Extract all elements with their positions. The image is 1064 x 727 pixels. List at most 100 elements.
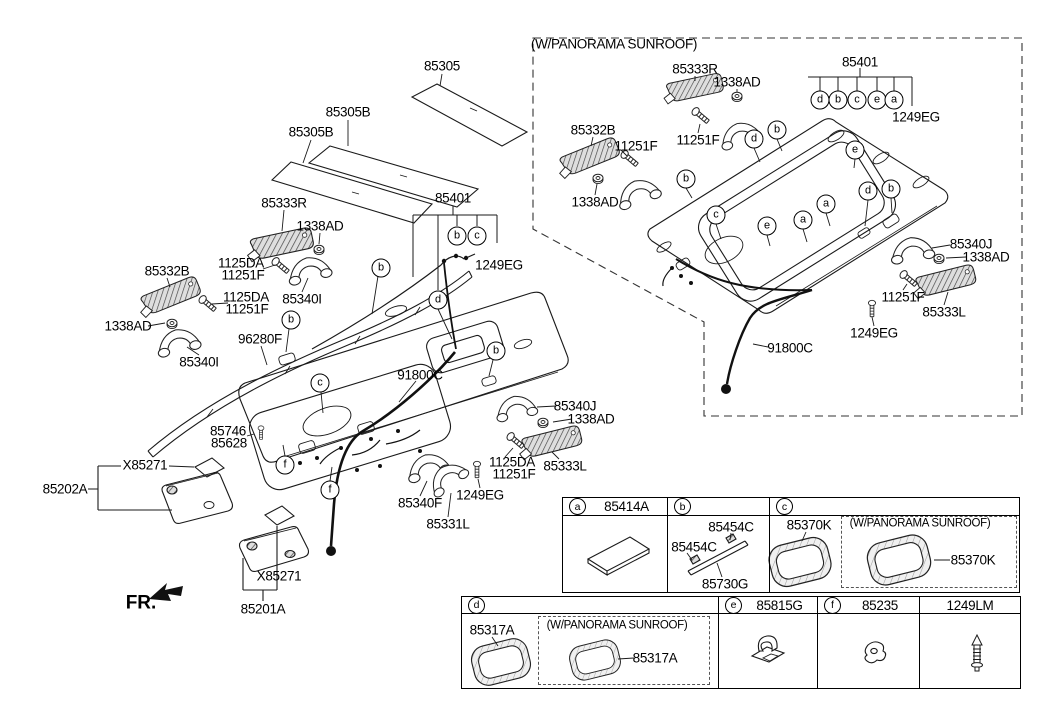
part-label: 85340I (282, 291, 322, 307)
clip-85815g-icon (750, 635, 786, 663)
part-label: 96280F (238, 331, 282, 347)
legend-table-top: a 85414A b c (562, 497, 1020, 593)
legend-cell-a: a 85414A (563, 498, 668, 592)
part-label: 85454C (671, 539, 717, 555)
clip-85235-icon (864, 641, 887, 664)
panorama-subbox-d (538, 616, 710, 685)
part-label: 85454C (708, 519, 754, 535)
screw-1249lm-icon (971, 633, 983, 672)
callout-circle-c: c (467, 226, 487, 246)
part-label: 85332B (144, 263, 190, 279)
part-label: 91800C (767, 340, 813, 356)
part-label: 85201A (240, 601, 286, 617)
part-label: 1125DA (489, 454, 535, 470)
part-number: 85815G (756, 597, 803, 613)
part-label: 1249EG (850, 325, 898, 341)
part-label: 1338AD (713, 74, 761, 90)
callout-circle-b: b (486, 341, 506, 361)
part-number: 85235 (861, 597, 899, 613)
callout-circle-b: b (281, 310, 301, 330)
fr-direction-arrow-icon (149, 583, 183, 601)
panorama-subbox-title: (W/PANORAMA SUNROOF) (546, 619, 688, 632)
part-label: 85305B (325, 104, 371, 120)
part-label: 85333R (261, 195, 307, 211)
panorama-subbox-c (841, 516, 1017, 588)
legend-cell-d: d (462, 596, 719, 688)
callout-circle-d: d (744, 129, 764, 149)
legend-cell-e: e 85815G (719, 596, 818, 688)
part-label: 11251F (881, 289, 925, 305)
part-label: 85370K (786, 517, 832, 533)
part-label: 11251F (225, 301, 269, 317)
part-label: 1125DA (218, 255, 264, 271)
part-label: 91800C (397, 367, 443, 383)
part-label: 85401 (841, 54, 879, 70)
part-label: 1249EG (475, 257, 523, 273)
part-label: X85271 (256, 568, 302, 584)
part-label: 85340I (179, 354, 219, 370)
callout-circle-b: b (767, 120, 787, 140)
part-label: 1338AD (962, 249, 1010, 265)
legend-cell-c: c (770, 498, 1019, 592)
callout-letter-f: f (824, 596, 841, 614)
callout-circle-c: c (310, 373, 330, 393)
panorama-subbox-title: (W/PANORAMA SUNROOF) (849, 517, 991, 530)
callout-circle-f: f (320, 480, 340, 500)
callout-letter-b: b (674, 498, 691, 515)
callout-circle-d: d (428, 290, 448, 310)
part-label: 85340F (398, 495, 442, 511)
callout-circle-a: a (884, 90, 904, 110)
part-label: 85333L (922, 304, 966, 320)
callout-circle-b: b (676, 169, 696, 189)
part-label: 85370K (950, 552, 996, 568)
part-label: 11251F (492, 466, 536, 482)
part-label: 85202A (42, 481, 88, 497)
part-label: 11251F (221, 267, 265, 283)
callout-circle-b: b (881, 179, 901, 199)
part-label: (W/PANORAMA SUNROOF) (530, 36, 698, 52)
part-label: 1338AD (104, 318, 152, 334)
part-label: 85331L (426, 516, 470, 532)
part-label: 85305B (288, 124, 334, 140)
part-label: 1249EG (892, 109, 940, 125)
part-label: 1338AD (567, 411, 615, 427)
callout-circle-e: e (845, 140, 865, 160)
callout-circle-f: f (275, 455, 295, 475)
part-label: 85340J (553, 398, 597, 414)
part-label: 85333R (672, 61, 718, 77)
callout-circle-d: d (810, 90, 830, 110)
part-label: 85332B (570, 122, 616, 138)
callout-letter-a: a (569, 498, 586, 515)
fr-direction-label: FR. (125, 592, 157, 614)
part-label: 1249EG (456, 487, 504, 503)
part-label: 85317A (632, 650, 678, 666)
callout-circle-a: a (793, 210, 813, 230)
legend-cell-f: f 85235 (818, 596, 920, 688)
part-label: 85317A (469, 622, 515, 638)
callout-letter-c: c (776, 498, 793, 515)
callout-circle-b: b (371, 258, 391, 278)
legend-table-bottom: d e 85815G f 85235 1249LM (461, 596, 1021, 689)
callout-circle-d: d (858, 181, 878, 201)
callout-circle-e: e (757, 216, 777, 236)
callout-letter-d: d (468, 596, 485, 614)
callout-letter-e: e (725, 596, 742, 614)
callout-circle-b: b (828, 90, 848, 110)
part-label: 85401 (434, 190, 472, 206)
part-label: 85746 (209, 423, 247, 439)
part-number: 85414A (604, 499, 649, 514)
legend-cell-b: b (668, 498, 770, 592)
callout-circle-c: c (847, 90, 867, 110)
callout-circle-c: c (706, 205, 726, 225)
part-label: 11251F (614, 138, 658, 154)
part-label: 1338AD (571, 194, 619, 210)
part-label: 1125DA (223, 289, 269, 305)
callout-circle-a: a (816, 194, 836, 214)
callout-circle-b: b (447, 226, 467, 246)
legend-cell-1249lm: 1249LM (920, 597, 1020, 688)
part-label: 85628 (210, 435, 248, 451)
part-label: 85730G (701, 576, 749, 592)
part-label: 85333L (543, 458, 587, 474)
